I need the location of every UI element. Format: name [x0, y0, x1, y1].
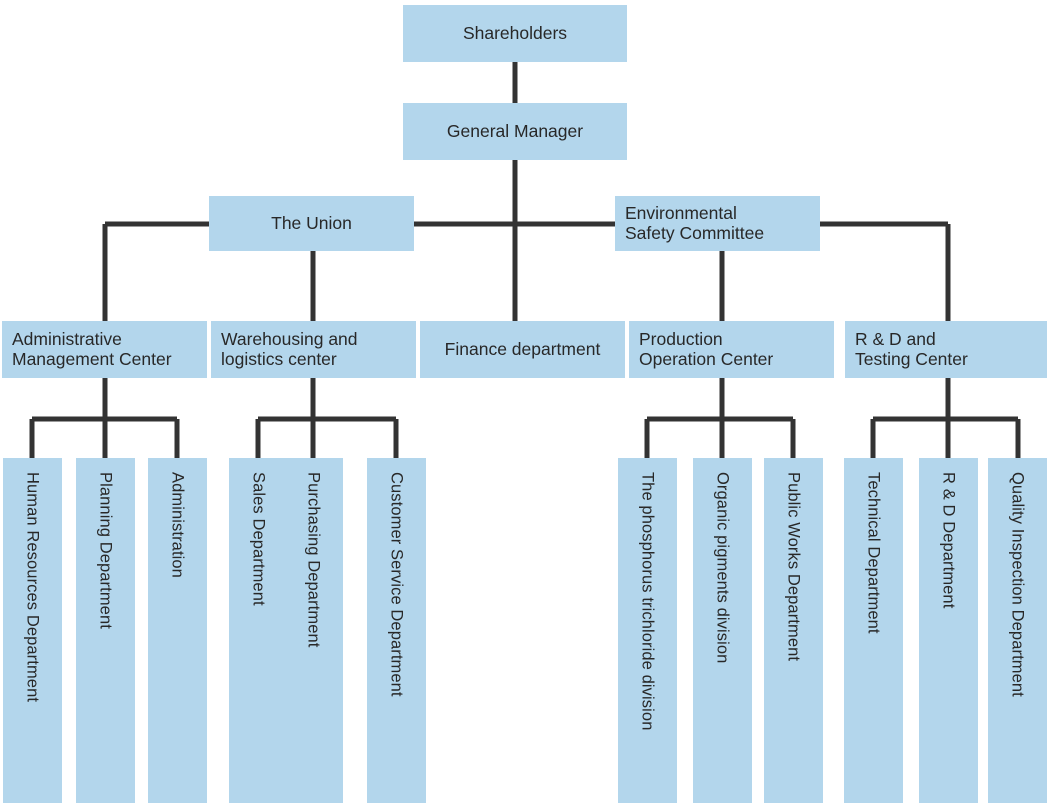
node-phosphorus-trichloride-division[interactable]: The phosphorus trichloride division — [618, 458, 677, 803]
node-phosphorus-trichloride-division-label: The phosphorus trichloride division — [638, 472, 657, 731]
node-planning-department-label: Planning Department — [96, 472, 115, 629]
node-warehousing-and-logistics-center-label: Warehousing and logistics center — [221, 328, 358, 369]
node-human-resources-department-label: Human Resources Department — [23, 472, 42, 703]
node-administrative-management-center[interactable]: Administrative Management Center — [2, 321, 207, 378]
node-rd-department[interactable]: R & D Department — [919, 458, 978, 803]
node-shareholders-label: Shareholders — [462, 22, 568, 43]
node-rd-and-testing-center[interactable]: R & D and Testing Center — [845, 321, 1047, 378]
node-warehousing-and-logistics-center[interactable]: Warehousing and logistics center — [211, 321, 416, 378]
node-technical-department-label: Technical Department — [864, 472, 883, 634]
node-the-union-label: The Union — [271, 212, 352, 233]
node-customer-service-department-label: Customer Service Department — [387, 472, 406, 697]
node-customer-service-department[interactable]: Customer Service Department — [367, 458, 426, 803]
node-production-operation-center[interactable]: Production Operation Center — [629, 321, 834, 378]
node-public-works-department[interactable]: Public Works Department — [764, 458, 823, 803]
node-production-operation-center-label: Production Operation Center — [639, 328, 774, 369]
node-quality-inspection-department[interactable]: Quality Inspection Department — [988, 458, 1047, 803]
node-sales-department[interactable]: Sales Department — [229, 458, 288, 803]
node-administration-label: Administration — [168, 472, 187, 578]
node-shareholders[interactable]: Shareholders — [403, 5, 627, 62]
node-planning-department[interactable]: Planning Department — [76, 458, 135, 803]
node-environmental-safety-committee[interactable]: Environmental Safety Committee — [615, 196, 820, 251]
node-environmental-safety-committee-label: Environmental Safety Committee — [625, 202, 765, 243]
node-rd-department-label: R & D Department — [939, 472, 958, 609]
node-quality-inspection-department-label: Quality Inspection Department — [1008, 472, 1027, 697]
node-rd-and-testing-center-label: R & D and Testing Center — [855, 328, 968, 369]
node-purchasing-department[interactable]: Purchasing Department — [284, 458, 343, 803]
node-the-union[interactable]: The Union — [209, 196, 414, 251]
node-organic-pigments-division-label: Organic pigments division — [713, 472, 732, 664]
node-organic-pigments-division[interactable]: Organic pigments division — [693, 458, 752, 803]
node-general-manager[interactable]: General Manager — [403, 103, 627, 160]
node-finance-department[interactable]: Finance department — [420, 321, 625, 378]
node-purchasing-department-label: Purchasing Department — [304, 472, 323, 648]
node-technical-department[interactable]: Technical Department — [844, 458, 903, 803]
node-public-works-department-label: Public Works Department — [784, 472, 803, 662]
node-administration[interactable]: Administration — [148, 458, 207, 803]
node-sales-department-label: Sales Department — [249, 472, 268, 606]
node-general-manager-label: General Manager — [446, 120, 584, 141]
node-finance-department-label: Finance department — [444, 338, 601, 359]
node-administrative-management-center-label: Administrative Management Center — [12, 328, 172, 369]
node-human-resources-department[interactable]: Human Resources Department — [3, 458, 62, 803]
